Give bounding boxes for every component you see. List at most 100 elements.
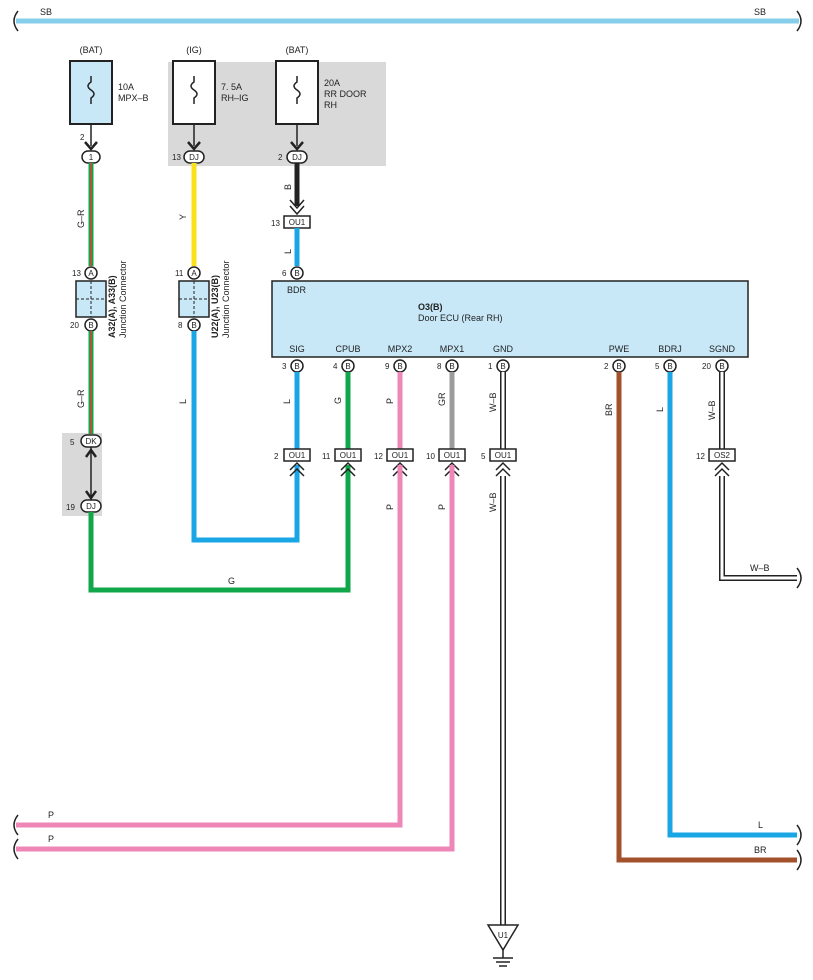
ecu-pin-bdrj: BDRJ 5 B [655,344,682,373]
ecu-box [271,280,749,358]
ecu-pin-label: CPUB [335,344,360,354]
ecu-desc: Door ECU (Rear RH) [418,313,503,323]
sb-break-right [796,10,802,32]
ou1-label: OU1 [495,451,512,460]
jc2-name: U22(A), U23(B) [210,275,220,338]
ecu-pin-pwe: PWE 2 B [604,344,630,373]
fuse1-name: MPX–B [118,93,149,103]
jc1-name: A32(A), A33(B) [107,275,117,338]
ecu-pin-cpub: CPUB 4 B [333,344,361,373]
bdrj-wire-label: L [655,407,665,412]
ecu-pin-mpx1: MPX1 8 B [437,344,464,373]
ecu-top-pin [290,266,304,280]
fuse3-supply: (BAT) [286,45,309,55]
jc2-pin-bottom: 8 [178,321,183,330]
ecu-pin-letter: B [500,362,505,371]
ou1-sig: 2 OU1 [274,448,311,477]
dk-pin: 5 [70,438,75,447]
conn-dj-low-label: DJ [86,502,96,511]
ecu-pin-letter: B [719,362,724,371]
ou1-top-pin: 13 [271,219,280,228]
dj-low-pin: 19 [66,503,75,512]
ecu-pin-letter: B [345,362,350,371]
ou1-box [489,448,517,462]
fuse2-symbol [190,76,198,104]
jc2-pin-top: 11 [175,269,184,278]
ecu-pin-label: GND [493,344,514,354]
jc1-pin-top: 13 [72,269,81,278]
p2-break [13,838,19,860]
conn-1-label: 1 [89,153,94,162]
pwe-wire [616,372,797,863]
ecu-pin-letter: B [667,362,672,371]
fuse1-box [69,60,113,125]
fuse3-name: RR DOOR [324,89,367,99]
ecu-pin-label: MPX2 [388,344,413,354]
l-right-label: L [758,820,763,830]
sgnd-wire-label: W–B [707,400,717,420]
b-arrow [289,199,305,216]
mpx2-wire-label: P [385,398,395,404]
mpx1-low-wire [16,465,455,852]
g-bottom-label: G [228,576,235,586]
ecu-pin-num: 9 [385,362,390,371]
fuse3-arrow [290,141,304,151]
ecu-pin-letter: B [397,362,402,371]
wire-core [720,476,797,580]
jc1-top-pin [84,266,98,280]
fuse1-supply: (BAT) [80,45,103,55]
fuse2-rating: 7. 5A [221,82,242,92]
ou1-mpx2: 12 OU1 [374,448,414,477]
sig-wire-label: L [282,399,292,404]
ou1-mpx1: 10 OU1 [426,448,466,477]
ground-label: U1 [498,931,509,940]
p2-label: P [48,834,54,844]
ou1-gnd: 5 OU1 [481,448,517,477]
os2-connector: 12 OS2 [696,448,736,477]
ecu-pin-label: SGND [709,344,736,354]
ou1-label: OU1 [289,451,306,460]
fuse3-name-2: RH [324,100,337,110]
ecu-pin-label: PWE [609,344,630,354]
ecu-pin-num: 1 [488,362,493,371]
jc1-pin-bottom: 20 [70,321,79,330]
fuse3-pin: 2 [278,153,283,162]
ou1-pin: 10 [426,452,435,461]
ground-triangle [486,924,520,952]
gnd-low-label: W–B [488,492,498,512]
br-right-label: BR [754,845,767,855]
mpx1-low-label: P [437,504,447,510]
ou1-pin: 5 [481,452,486,461]
jc2-bottom-letter: B [191,321,196,330]
gnd-wire-label: W–B [488,392,498,412]
gr-label-lower: G–R [76,389,86,408]
fuse3-rating: 20A [324,78,340,88]
os2-pin: 12 [696,452,705,461]
l-top-label: L [283,249,293,254]
ou1-pin: 2 [274,452,279,461]
p1-break [13,814,19,836]
conn-dj-2-label: DJ [189,153,199,162]
fuse1-symbol [87,76,95,104]
ou1-arrows [289,461,305,477]
l-break [796,824,802,846]
ou1-pin: 12 [374,452,383,461]
l-u-wire [191,331,300,543]
jc2-desc: Junction Connector [221,260,231,338]
ecu-pin-letter: B [294,362,299,371]
ecu-pin-num: 4 [333,362,338,371]
ou1-box [386,448,414,462]
jc1-top-letter: A [88,269,94,278]
mpx2-low-label: P [385,504,395,510]
sb-label-left: SB [40,7,52,17]
fuse2-supply: (IG) [186,45,202,55]
bdrj-wire [667,372,797,838]
ecu-name: O3(B) [418,302,443,312]
p1-label: P [48,810,54,820]
fuse1-rating: 10A [118,82,134,92]
jc2-top-pin [187,266,201,280]
ecu-pin-mpx2: MPX2 9 B [385,344,413,373]
fuse2-box [172,60,216,125]
ou1-cpub: 11 OU1 [322,448,362,477]
ecu-pin-num: 2 [604,362,609,371]
